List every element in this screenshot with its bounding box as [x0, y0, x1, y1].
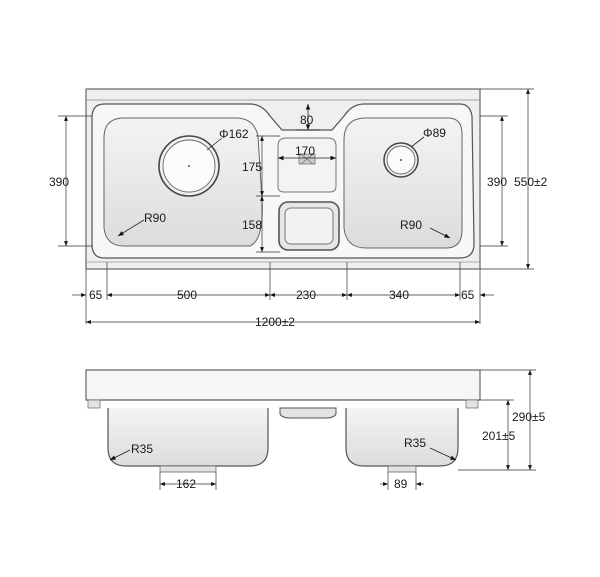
side-left-bowl: [107, 408, 269, 467]
right-drain-diameter-label: Φ89: [423, 126, 446, 140]
right-bowl-radius-label: R90: [400, 218, 422, 232]
overall-depth-label: 550±2: [514, 175, 548, 189]
side-right-radius-label: R35: [404, 436, 426, 450]
side-countertop: [85, 369, 481, 401]
right-bowl-depth-label: 390: [487, 175, 507, 189]
left-bowl-width-label: 500: [177, 288, 197, 302]
drainer-width-label: 170: [295, 144, 315, 158]
overflow-width-label: 80: [300, 113, 314, 127]
lower-depth-label: 158: [242, 218, 262, 232]
margin-left-label: 65: [89, 288, 103, 302]
side-middle-drainer: [279, 407, 337, 419]
left-bowl-radius-label: R90: [144, 211, 166, 225]
left-drain-diameter-label: Φ162: [219, 127, 249, 141]
side-overall-height-label: 290±5: [512, 410, 546, 424]
upper-depth-label: 175: [242, 160, 262, 174]
margin-right-label: 65: [461, 288, 475, 302]
center-drainer-recess: [277, 137, 337, 193]
overall-width-label: 1200±2: [255, 315, 295, 329]
side-left-drain-label: 162: [176, 477, 196, 491]
left-drain-icon: [158, 135, 220, 197]
right-bowl-width-label: 340: [389, 288, 409, 302]
side-view: R35 R35 162 89 290±5 201±5: [85, 369, 546, 491]
side-right-drain-label: 89: [394, 477, 408, 491]
top-view: 80 170 175 158 Φ162 Φ89 R90 R90 390 390: [49, 88, 548, 329]
side-left-radius-label: R35: [131, 442, 153, 456]
side-right-bowl: [345, 408, 459, 467]
left-bowl-depth-label: 390: [49, 175, 69, 189]
right-drain-icon: [383, 142, 419, 178]
side-bowl-height-label: 201±5: [482, 429, 516, 443]
center-width-label: 230: [296, 288, 316, 302]
right-bowl: [343, 117, 463, 249]
